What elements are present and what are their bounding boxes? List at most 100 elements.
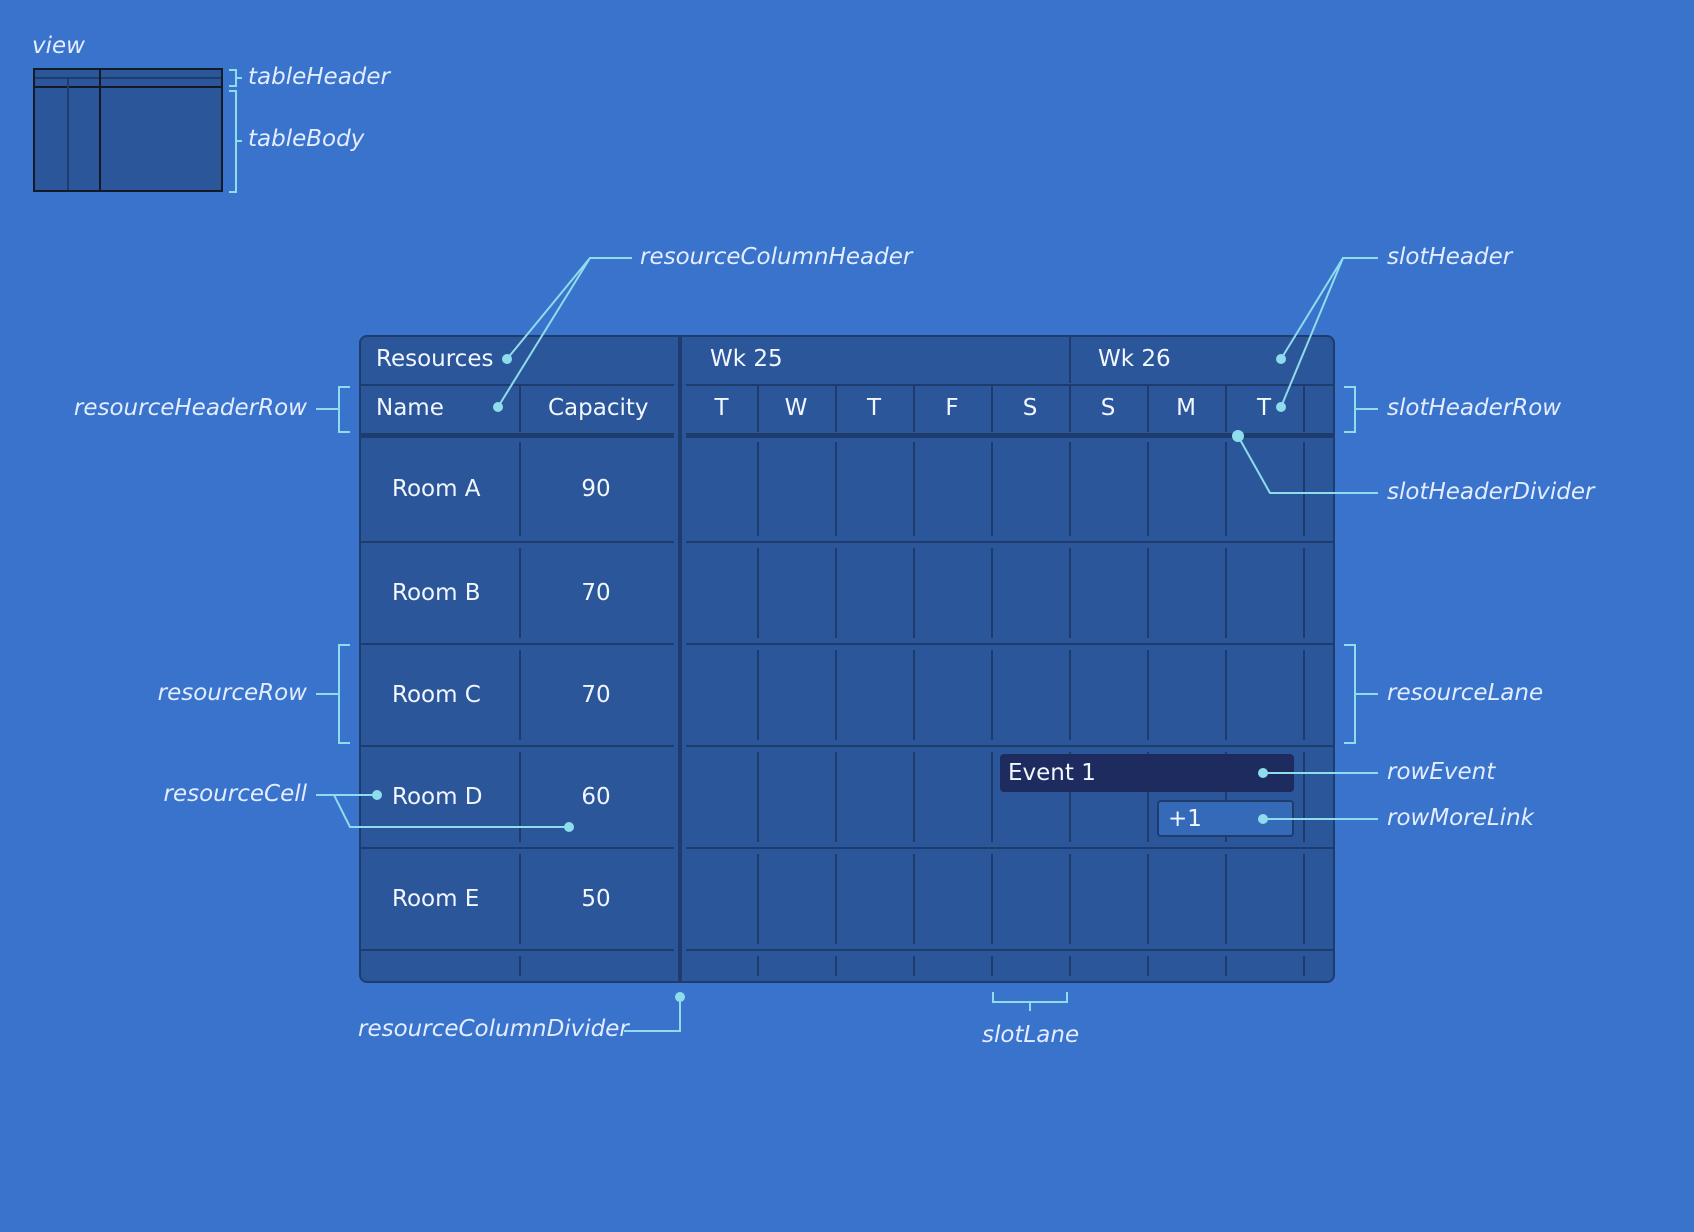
slot-lane-divider (1069, 752, 1071, 842)
slot-lane-divider (991, 752, 993, 842)
slot-header-divider-line (1147, 386, 1149, 432)
slot-header-divider-line (1069, 386, 1071, 432)
slot-header-divider-line (757, 386, 759, 432)
resource-column-header-capacity[interactable]: Capacity (548, 395, 649, 421)
mini-resource-divider (99, 70, 101, 190)
resource-header-bottom-divider (361, 433, 674, 438)
table-header-label: tableHeader (248, 64, 390, 90)
timeline-view (359, 335, 1335, 983)
slot-lane-divider (835, 956, 837, 976)
mini-header-divider (35, 86, 221, 88)
slot-lane-divider (913, 548, 915, 638)
slot-lane-divider (1069, 854, 1071, 944)
row-more-link[interactable]: +1 (1157, 800, 1294, 837)
slot-lane-divider (991, 650, 993, 740)
slot-lane-divider (757, 650, 759, 740)
slot-lane-divider (1147, 650, 1149, 740)
resource-row-divider (361, 541, 674, 543)
resource-column-header-name[interactable]: Name (376, 395, 444, 421)
slot-lane-bracket (992, 992, 1068, 1011)
slot-lane-divider (991, 956, 993, 976)
mini-inner-column-line (67, 79, 69, 190)
slot-lane-divider (913, 854, 915, 944)
slot-lane-divider (1303, 650, 1305, 740)
resource-lane-divider (686, 643, 1333, 645)
label-slot-header: slotHeader (1387, 244, 1513, 270)
mini-view-diagram (33, 68, 223, 192)
label-row-more-link: rowMoreLink (1387, 805, 1534, 831)
slot-lane-divider (913, 442, 915, 536)
resource-header-row-bracket (316, 386, 350, 433)
table-body-label: tableBody (248, 126, 365, 152)
slot-lane-divider (757, 956, 759, 976)
resource-row-bracket (316, 644, 350, 744)
slot-lane-divider (1225, 442, 1227, 536)
week-header-26: Wk 26 (1098, 346, 1171, 372)
label-resource-header-row: resourceHeaderRow (73, 395, 307, 421)
label-resource-row: resourceRow (157, 680, 307, 706)
table-header-bracket (229, 69, 242, 87)
label-slot-lane: slotLane (982, 1022, 1080, 1048)
slot-lane-divider (1303, 956, 1305, 976)
label-resource-column-header: resourceColumnHeader (640, 244, 913, 270)
slot-header-divider-week (686, 384, 1333, 386)
slot-lane-divider (991, 548, 993, 638)
dot-resource-column-divider (675, 992, 685, 1002)
slot-header-cell: S (1100, 395, 1116, 421)
name-capacity-divider (519, 956, 521, 976)
name-capacity-divider (519, 442, 521, 536)
mini-header-inner-line (35, 77, 221, 79)
slot-header-cell: W (784, 395, 808, 421)
slot-header-cell: T (714, 395, 729, 421)
slot-header-divider-line (913, 386, 915, 432)
name-capacity-divider (519, 650, 521, 740)
label-slot-header-row: slotHeaderRow (1387, 395, 1562, 421)
slot-lane-divider (835, 650, 837, 740)
resource-lane-divider (686, 949, 1333, 951)
name-capacity-divider (519, 752, 521, 842)
label-resource-cell: resourceCell (163, 781, 307, 807)
resource-lane-divider (686, 541, 1333, 543)
slot-lane-divider (1069, 650, 1071, 740)
slot-lane-divider (1069, 548, 1071, 638)
event-title: Event 1 (1008, 760, 1096, 786)
slot-header-row-bracket (1344, 386, 1378, 433)
slot-lane-divider (1303, 752, 1305, 842)
slot-lane-divider (991, 854, 993, 944)
slot-lane-divider (835, 854, 837, 944)
resource-cell-name[interactable]: Room D (392, 784, 483, 810)
slot-lane-divider (1303, 854, 1305, 944)
resource-cell-name[interactable]: Room E (392, 886, 480, 912)
resource-cell-name[interactable]: Room C (392, 682, 481, 708)
resource-lane-divider (686, 745, 1333, 747)
slot-lane-divider (1069, 442, 1071, 536)
slot-header-cell: T (866, 395, 882, 421)
row-event[interactable]: Event 1 (1000, 754, 1294, 792)
label-resource-column-divider: resourceColumnDivider (358, 1016, 629, 1042)
resource-cell-name[interactable]: Room A (392, 476, 481, 502)
slot-lane-divider (1147, 854, 1149, 944)
resource-lane-divider (686, 847, 1333, 849)
slot-lane-divider (913, 650, 915, 740)
slot-lane-divider (757, 752, 759, 842)
resource-lane-bracket (1344, 644, 1378, 744)
table-body-bracket (229, 90, 242, 193)
slot-header-cell: T (1256, 395, 1272, 421)
slot-header-cell: M (1176, 395, 1196, 421)
resource-row-divider (361, 643, 674, 645)
resource-area-header[interactable]: Resources (376, 346, 494, 372)
slot-lane-divider (757, 548, 759, 638)
resource-row-divider (361, 745, 674, 747)
label-row-event: rowEvent (1387, 759, 1496, 785)
view-label: view (32, 33, 85, 59)
resource-cell-name[interactable]: Room B (392, 580, 481, 606)
slot-header-divider-line (1225, 386, 1227, 432)
slot-lane-divider (1147, 752, 1149, 842)
name-capacity-header-divider (519, 386, 521, 432)
slot-lane-divider (1225, 650, 1227, 740)
slot-lane-divider (1225, 548, 1227, 638)
slot-header-cell: S (1022, 395, 1038, 421)
resource-cell-capacity: 50 (581, 886, 611, 912)
resource-cell-capacity: 70 (581, 682, 611, 708)
slot-lane-divider (1303, 442, 1305, 536)
